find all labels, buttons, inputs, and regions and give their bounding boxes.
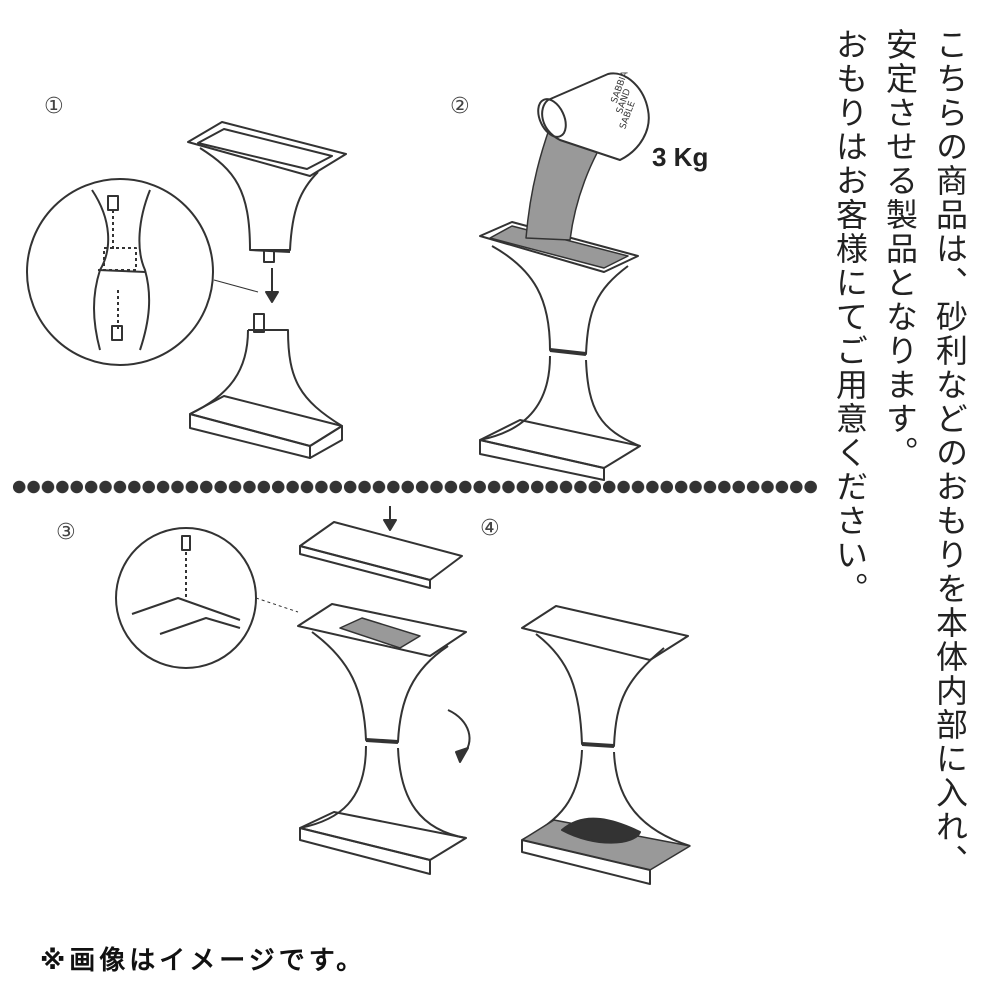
step-number-3: ③ xyxy=(56,520,76,545)
step-number-1: ① xyxy=(44,94,64,119)
step1-lower-part xyxy=(189,313,343,459)
image-disclaimer: ※画像はイメージです。 xyxy=(40,946,367,976)
step1-detail-circle xyxy=(26,178,259,366)
step3-arrow xyxy=(383,506,397,531)
step-number-2: ② xyxy=(450,94,470,119)
rotate-arrow xyxy=(447,709,471,763)
instruction-line-1: こちらの商品は、砂利などのおもりを本体内部に入れ、 xyxy=(931,28,969,878)
instruction-line-3: おもりはお客様にてご用意ください。 xyxy=(831,28,869,606)
sand-bucket xyxy=(537,72,650,161)
section-divider xyxy=(12,480,818,494)
sand-weight-label: 3 Kg xyxy=(652,142,709,172)
instruction-line-2: 安定させる製品となります。 xyxy=(881,28,919,470)
step-number-4: ④ xyxy=(480,516,500,541)
step2-stand xyxy=(479,221,641,481)
step1-arrow xyxy=(265,268,279,303)
step3-detail-circle xyxy=(115,527,299,669)
step3-lid xyxy=(299,521,463,589)
step1-upper-part xyxy=(187,121,347,263)
step4-stand xyxy=(521,605,691,885)
step3-stand xyxy=(297,603,467,875)
